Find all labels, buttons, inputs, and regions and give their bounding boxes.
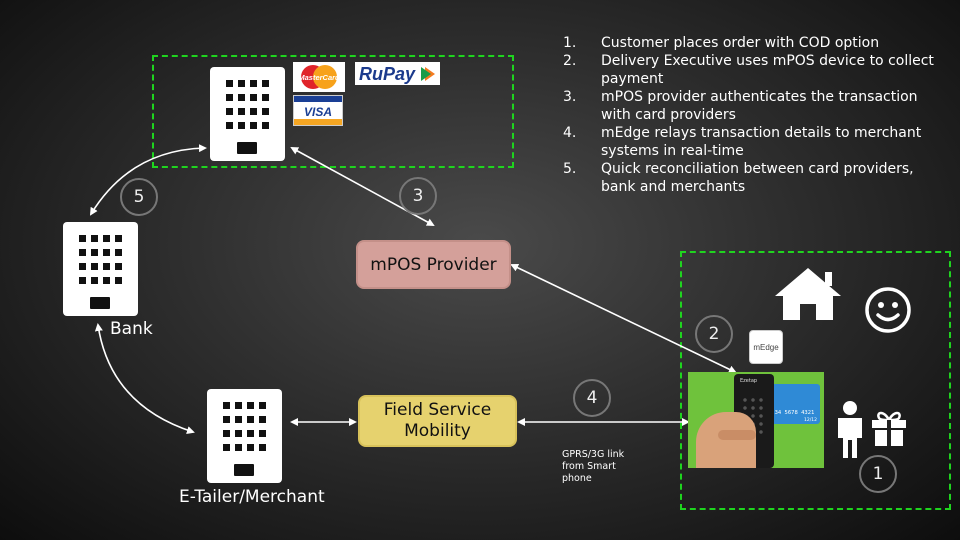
step-badge-5: 5 — [120, 178, 158, 216]
steps-list: 1.Customer places order with COD option … — [563, 34, 943, 196]
svg-text:RuPay: RuPay — [359, 64, 416, 84]
merchant-label: E-Tailer/Merchant — [179, 487, 325, 507]
step-item: 2.Delivery Executive uses mPOS device to… — [563, 53, 934, 87]
arrow-mpos-device — [510, 263, 737, 374]
mpos-device-image: 1234 5678 4321 12/12 Ezetap — [688, 372, 824, 468]
mastercard-logo: MasterCard — [293, 62, 345, 92]
step-badge-2: 2 — [695, 315, 733, 353]
bank-building-icon — [63, 222, 138, 316]
arrow-bank-merchant — [94, 323, 195, 434]
step-item: 1.Customer places order with COD option — [563, 35, 880, 51]
customer-zone — [680, 251, 951, 510]
step-item: 4.mEdge relays transaction details to me… — [563, 125, 922, 159]
bank-label: Bank — [110, 319, 153, 339]
svg-text:MasterCard: MasterCard — [298, 73, 340, 82]
step-badge-1: 1 — [859, 455, 897, 493]
mpos-provider-box: mPOS Provider — [356, 240, 511, 289]
step-badge-4: 4 — [573, 379, 611, 417]
visa-logo: VISA — [293, 95, 343, 126]
merchant-building-icon — [207, 389, 282, 483]
svg-text:VISA: VISA — [304, 105, 332, 119]
field-service-box: Field Service Mobility — [358, 395, 517, 447]
arrow-cards-bank — [89, 144, 207, 216]
step-item: 3.mPOS provider authenticates the transa… — [563, 89, 918, 123]
home-icon — [775, 268, 841, 320]
hand — [696, 412, 756, 468]
smiley-icon — [865, 287, 911, 333]
gift-icon — [872, 411, 906, 446]
step-badge-3: 3 — [399, 177, 437, 215]
rupay-logo: RuPay — [355, 62, 440, 85]
step-item: 5.Quick reconciliation between card prov… — [563, 161, 914, 195]
person-icon — [838, 401, 862, 458]
card-provider-building-icon — [210, 67, 285, 161]
medge-logo: mEdge — [749, 330, 783, 364]
link-note: GPRS/3G link from Smart phone — [562, 449, 625, 484]
